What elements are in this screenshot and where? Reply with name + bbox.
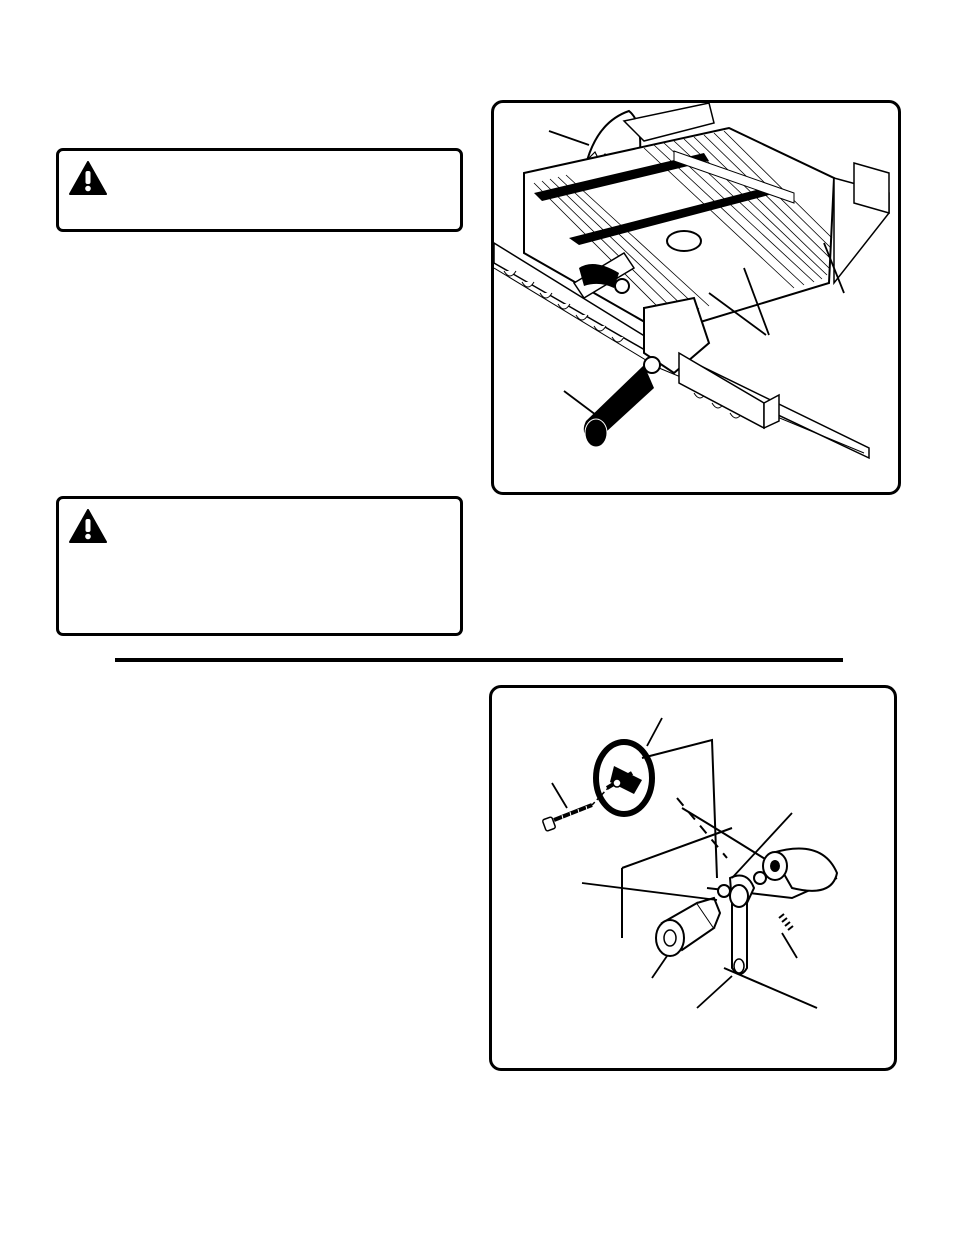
leader-lines bbox=[548, 130, 845, 422]
section-divider bbox=[115, 658, 843, 662]
warning-triangle-icon bbox=[69, 509, 107, 543]
warning-box-1 bbox=[56, 148, 463, 232]
warning-triangle-icon bbox=[69, 161, 107, 195]
warning-box-2 bbox=[56, 496, 463, 636]
screw bbox=[542, 785, 611, 832]
figure-rip-fence bbox=[491, 100, 901, 495]
lock-handle bbox=[583, 356, 661, 448]
handwheel-illustration bbox=[542, 717, 839, 1009]
shaft-collar bbox=[753, 847, 839, 892]
lock-lever bbox=[717, 874, 756, 975]
rip-fence-illustration bbox=[494, 103, 890, 460]
spring bbox=[778, 913, 794, 931]
handwheel bbox=[593, 739, 655, 817]
rip-fence bbox=[572, 251, 780, 430]
knob bbox=[655, 896, 722, 957]
figure-handwheel bbox=[489, 685, 897, 1071]
leader-lines bbox=[551, 717, 798, 1009]
